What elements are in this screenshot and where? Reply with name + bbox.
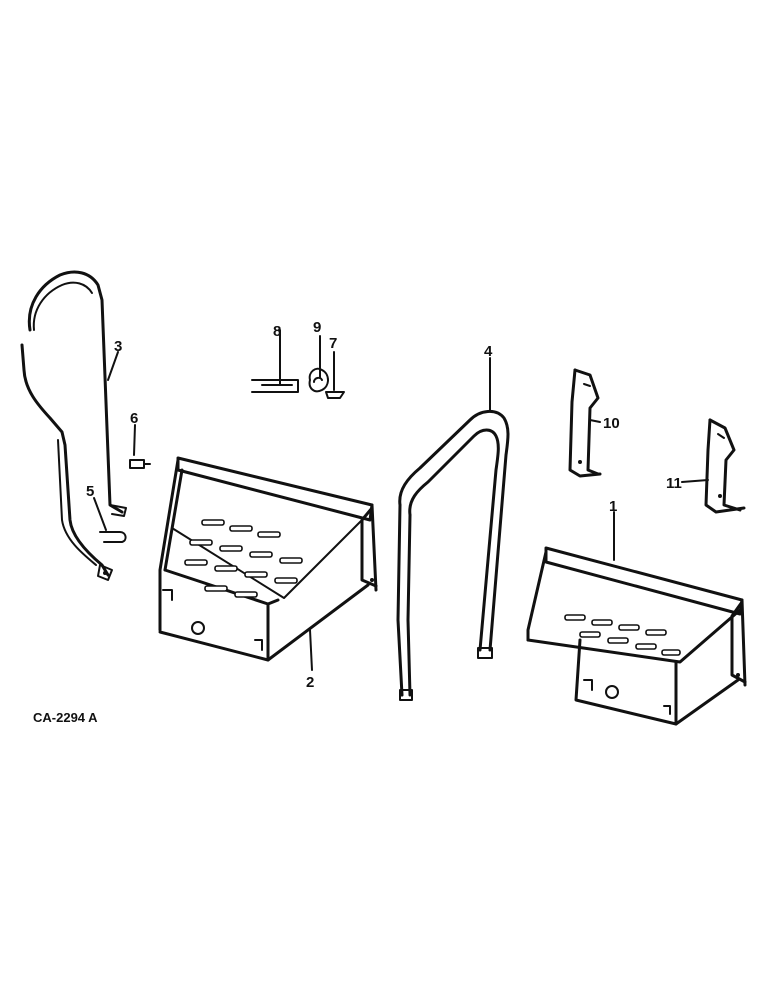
- part-3-handrail: [20, 270, 127, 581]
- drawing-code: CA-2294 A: [33, 710, 98, 725]
- callout-2: 2: [306, 674, 314, 691]
- callout-6: 6: [130, 410, 138, 427]
- leader-lines: [93, 339, 709, 671]
- callout-5: 5: [86, 483, 94, 500]
- part-7-fastener: [325, 351, 345, 399]
- callout-4: 4: [484, 343, 493, 360]
- callout-8: 8: [273, 323, 281, 340]
- part-6-bolt: [129, 459, 151, 469]
- callout-9: 9: [313, 319, 321, 336]
- part-5-clip: [99, 531, 127, 543]
- callout-labels: 1 2 3 4 5 6 7 8 9 10 11: [86, 319, 682, 691]
- callout-7: 7: [329, 335, 337, 352]
- callout-10: 10: [603, 415, 620, 432]
- part-10-bracket: [568, 368, 602, 478]
- part-4-handrail: [396, 410, 510, 701]
- callout-1: 1: [609, 498, 617, 515]
- part-9-clamp: [308, 335, 329, 393]
- callout-3: 3: [114, 338, 122, 355]
- part-11-bracket: [704, 418, 746, 514]
- callout-11: 11: [666, 475, 682, 492]
- part-1-step: [526, 546, 747, 726]
- part-2-step: [158, 456, 378, 662]
